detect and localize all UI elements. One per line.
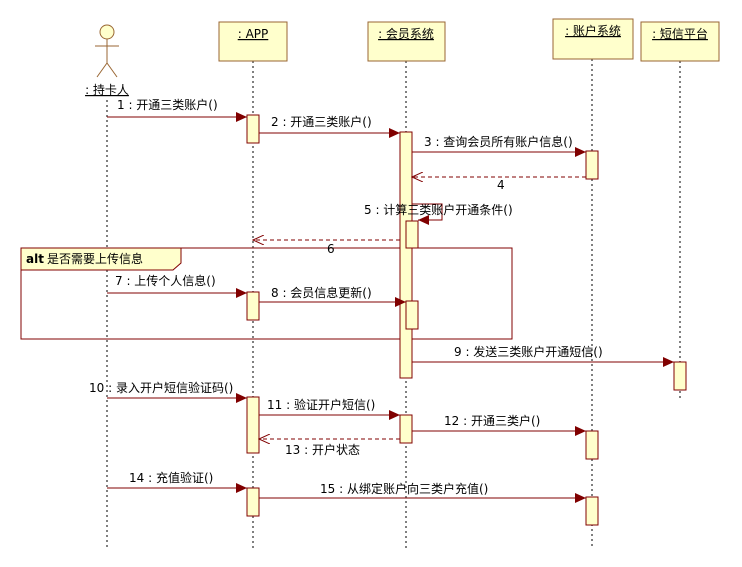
message-11: 11 : 验证开户短信() — [259, 397, 400, 420]
participant-app: : APP — [218, 21, 288, 62]
message-label-10: 10 : 录入开户短信验证码() — [89, 380, 233, 395]
message-3: 3 : 查询会员所有账户信息() — [412, 134, 586, 157]
activation-app-1 — [246, 114, 260, 144]
message-label-11: 11 : 验证开户短信() — [267, 397, 375, 412]
message-6: 6 — [253, 240, 400, 256]
message-label-6: 6 — [327, 242, 335, 256]
message-2: 2 : 开通三类账户() — [259, 114, 400, 138]
message-7: 7 : 上传个人信息() — [107, 273, 247, 298]
activation-member-2 — [405, 300, 419, 330]
message-label-4: 4 — [497, 178, 505, 192]
message-10: 10 : 录入开户短信验证码() — [89, 380, 247, 403]
message-label-13: 13 : 开户状态 — [285, 442, 360, 457]
message-label-2: 2 : 开通三类账户() — [271, 114, 372, 129]
message-label-14: 14 : 充值验证() — [129, 470, 213, 485]
message-12: 12 : 开通三类户() — [412, 413, 586, 436]
activation-app-2 — [246, 291, 260, 321]
participant-label-sms: : 短信平台 — [652, 26, 708, 41]
message-label-9: 9 : 发送三类账户开通短信() — [454, 344, 603, 359]
activation-account-3 — [585, 496, 599, 526]
activation-member-3 — [399, 414, 413, 444]
participant-label-app: : APP — [238, 27, 269, 41]
actor-cardholder: : 持卡人 — [85, 24, 129, 97]
message-13: 13 : 开户状态 — [259, 439, 400, 457]
message-label-8: 8 : 会员信息更新() — [271, 285, 372, 300]
message-14: 14 : 充值验证() — [107, 470, 247, 493]
activation-sms-1 — [673, 361, 687, 391]
participant-member: : 会员系统 — [367, 21, 446, 62]
message-15: 15 : 从绑定账户向三类户充值() — [259, 481, 586, 503]
activation-member-main — [399, 131, 413, 379]
alt-condition: 是否需要上传信息 — [47, 251, 143, 266]
activation-app-3 — [246, 396, 260, 454]
message-label-7: 7 : 上传个人信息() — [115, 273, 216, 288]
participant-label-member: : 会员系统 — [378, 27, 434, 41]
message-4: 4 — [412, 177, 586, 192]
activation-app-4 — [246, 487, 260, 517]
activations — [246, 114, 687, 526]
alt-operator: alt — [26, 252, 44, 266]
message-label-15: 15 : 从绑定账户向三类户充值() — [320, 481, 488, 496]
message-label-12: 12 : 开通三类户() — [444, 413, 540, 428]
message-label-3: 3 : 查询会员所有账户信息() — [424, 134, 573, 149]
participant-sms: : 短信平台 — [640, 21, 720, 62]
participant-label-account: : 账户系统 — [565, 23, 621, 38]
activation-member-self — [405, 220, 419, 249]
message-label-1: 1 : 开通三类账户() — [117, 97, 218, 112]
activation-account-1 — [585, 150, 599, 180]
message-5: 5 : 计算三类账户开通条件() — [364, 202, 513, 225]
message-9: 9 : 发送三类账户开通短信() — [412, 344, 674, 367]
participant-label-cardholder: : 持卡人 — [85, 82, 129, 97]
participant-account: : 账户系统 — [552, 18, 634, 60]
message-1: 1 : 开通三类账户() — [107, 97, 247, 122]
activation-account-2 — [585, 430, 599, 460]
message-label-5: 5 : 计算三类账户开通条件() — [364, 202, 513, 217]
message-8: 8 : 会员信息更新() — [259, 285, 406, 307]
